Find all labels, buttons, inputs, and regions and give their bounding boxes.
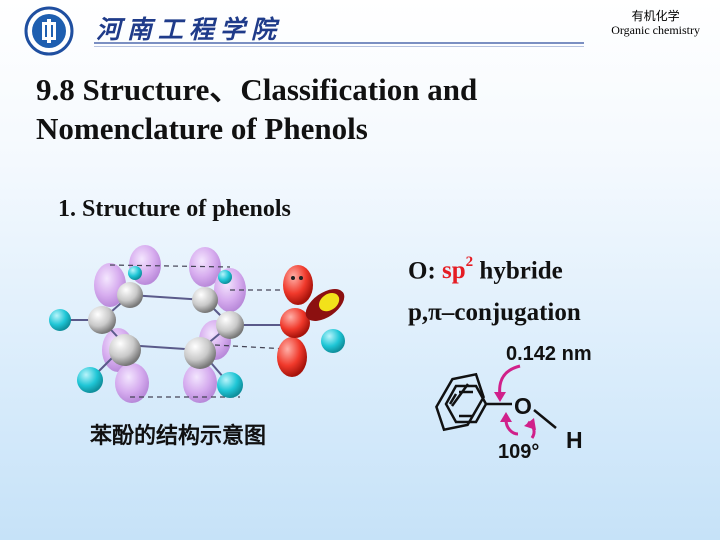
- bond-length-arrowhead: [494, 392, 506, 402]
- school-logo: [24, 6, 74, 56]
- hybridization-suffix: hybride: [473, 257, 563, 285]
- carbon-atoms: [88, 282, 244, 369]
- hybridization-prefix: O:: [408, 257, 443, 285]
- benzene-ring: [435, 372, 485, 432]
- angle-arrowhead-left: [500, 412, 512, 422]
- hybridization-sp: sp: [442, 257, 466, 285]
- o-h-bond: [533, 409, 557, 429]
- hybridization-superscript: 2: [465, 254, 474, 270]
- hybridization-line: O: sp2 hybride: [408, 244, 581, 292]
- oxygen-atom: [277, 265, 345, 377]
- slide-title-line2: Nomenclature of Phenols: [36, 111, 368, 146]
- phenol-orbital-model: [49, 245, 345, 403]
- section-heading: 1. Structure of phenols: [58, 196, 291, 222]
- slide-title-line1: 9.8 Structure、Classification and: [36, 72, 478, 107]
- hybridization-type: sp2: [442, 254, 474, 285]
- school-name: 河南工程学院: [96, 15, 283, 44]
- bond-length-label: 0.142 nm: [506, 343, 592, 365]
- bond-angle-label: 109°: [498, 441, 539, 463]
- bond-length-arrow: [498, 364, 521, 397]
- oxygen-symbol: O: [514, 393, 532, 419]
- slide-header: 河南工程学院 有机化学 Organic chemistry: [0, 0, 720, 62]
- hydrogen-atoms: [49, 266, 345, 398]
- oxygen-properties: O: sp2 hybride p,π–conjugation: [408, 244, 581, 334]
- course-name-cn: 有机化学: [631, 9, 680, 23]
- conjugation-line: p,π–conjugation: [408, 299, 581, 327]
- course-name-en: Organic chemistry: [611, 23, 700, 37]
- angle-arrowhead-right: [524, 418, 536, 430]
- header-divider-thin: [94, 46, 584, 47]
- hexagon-ring: [444, 384, 488, 424]
- slide-title: 9.8 Structure、Classification and Nomencl…: [36, 70, 477, 148]
- header-divider: [94, 42, 584, 44]
- course-label: 有机化学 Organic chemistry: [611, 9, 700, 37]
- molecule-caption: 苯酚的结构示意图: [90, 424, 267, 449]
- phenol-bond-diagram: 0.142 nm O H 109°: [435, 343, 592, 463]
- hydrogen-symbol: H: [566, 427, 583, 453]
